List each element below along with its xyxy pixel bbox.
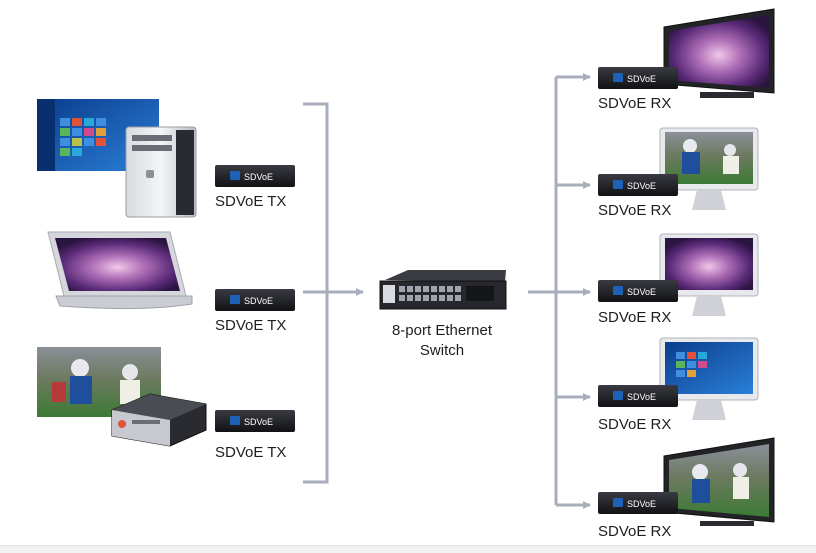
rx-box-4: SDVoE: [598, 385, 678, 407]
display-5-tv: [663, 437, 775, 526]
rx-label-5: SDVoE RX: [598, 523, 672, 540]
rx-box-5: SDVoE: [598, 492, 678, 514]
rx-box-1: SDVoE: [598, 67, 678, 89]
rx-label-3: SDVoE RX: [598, 309, 672, 326]
rx-label-1: SDVoE RX: [598, 95, 672, 112]
ethernet-switch-icon: [379, 270, 507, 310]
connector-lines: [303, 73, 591, 509]
rx-label-2: SDVoE RX: [598, 202, 672, 219]
display-4-monitor: [659, 337, 759, 420]
display-3-monitor: [659, 233, 759, 316]
laptop-base: [55, 295, 193, 310]
tx-label-2: SDVoE TX: [215, 317, 287, 334]
display-2-monitor: [659, 127, 759, 210]
switch-label-line-1: 8-port Ethernet: [391, 322, 493, 339]
display-1-tv: [663, 8, 775, 98]
tx-box-2: SDVoE: [215, 289, 295, 311]
source-media-player: [37, 347, 207, 447]
rx-box-2: SDVoE: [598, 174, 678, 196]
tx-label-1: SDVoE TX: [215, 193, 287, 210]
tx-box-1: SDVoE: [215, 165, 295, 187]
switch-label-line-2: Switch: [419, 342, 465, 359]
laptop-screen: [55, 238, 180, 291]
tx-box-3: SDVoE: [215, 410, 295, 432]
source-laptop: [47, 231, 193, 310]
rx-box-1-brand: SDVoE: [627, 74, 656, 84]
tx-box-3-brand: SDVoE: [244, 417, 273, 427]
switch-label: 8-port Ethernet Switch: [372, 321, 512, 361]
bottom-strip: [0, 545, 816, 553]
rx-box-5-brand: SDVoE: [627, 499, 656, 509]
source-desktop-pc: [37, 99, 197, 218]
rx-box-3-brand: SDVoE: [627, 287, 656, 297]
rx-box-4-brand: SDVoE: [627, 392, 656, 402]
tx-box-2-brand: SDVoE: [244, 296, 273, 306]
rx-box-3: SDVoE: [598, 280, 678, 302]
rx-label-4: SDVoE RX: [598, 416, 672, 433]
rx-box-2-brand: SDVoE: [627, 181, 656, 191]
tx-label-3: SDVoE TX: [215, 444, 287, 461]
tx-box-1-brand: SDVoE: [244, 172, 273, 182]
